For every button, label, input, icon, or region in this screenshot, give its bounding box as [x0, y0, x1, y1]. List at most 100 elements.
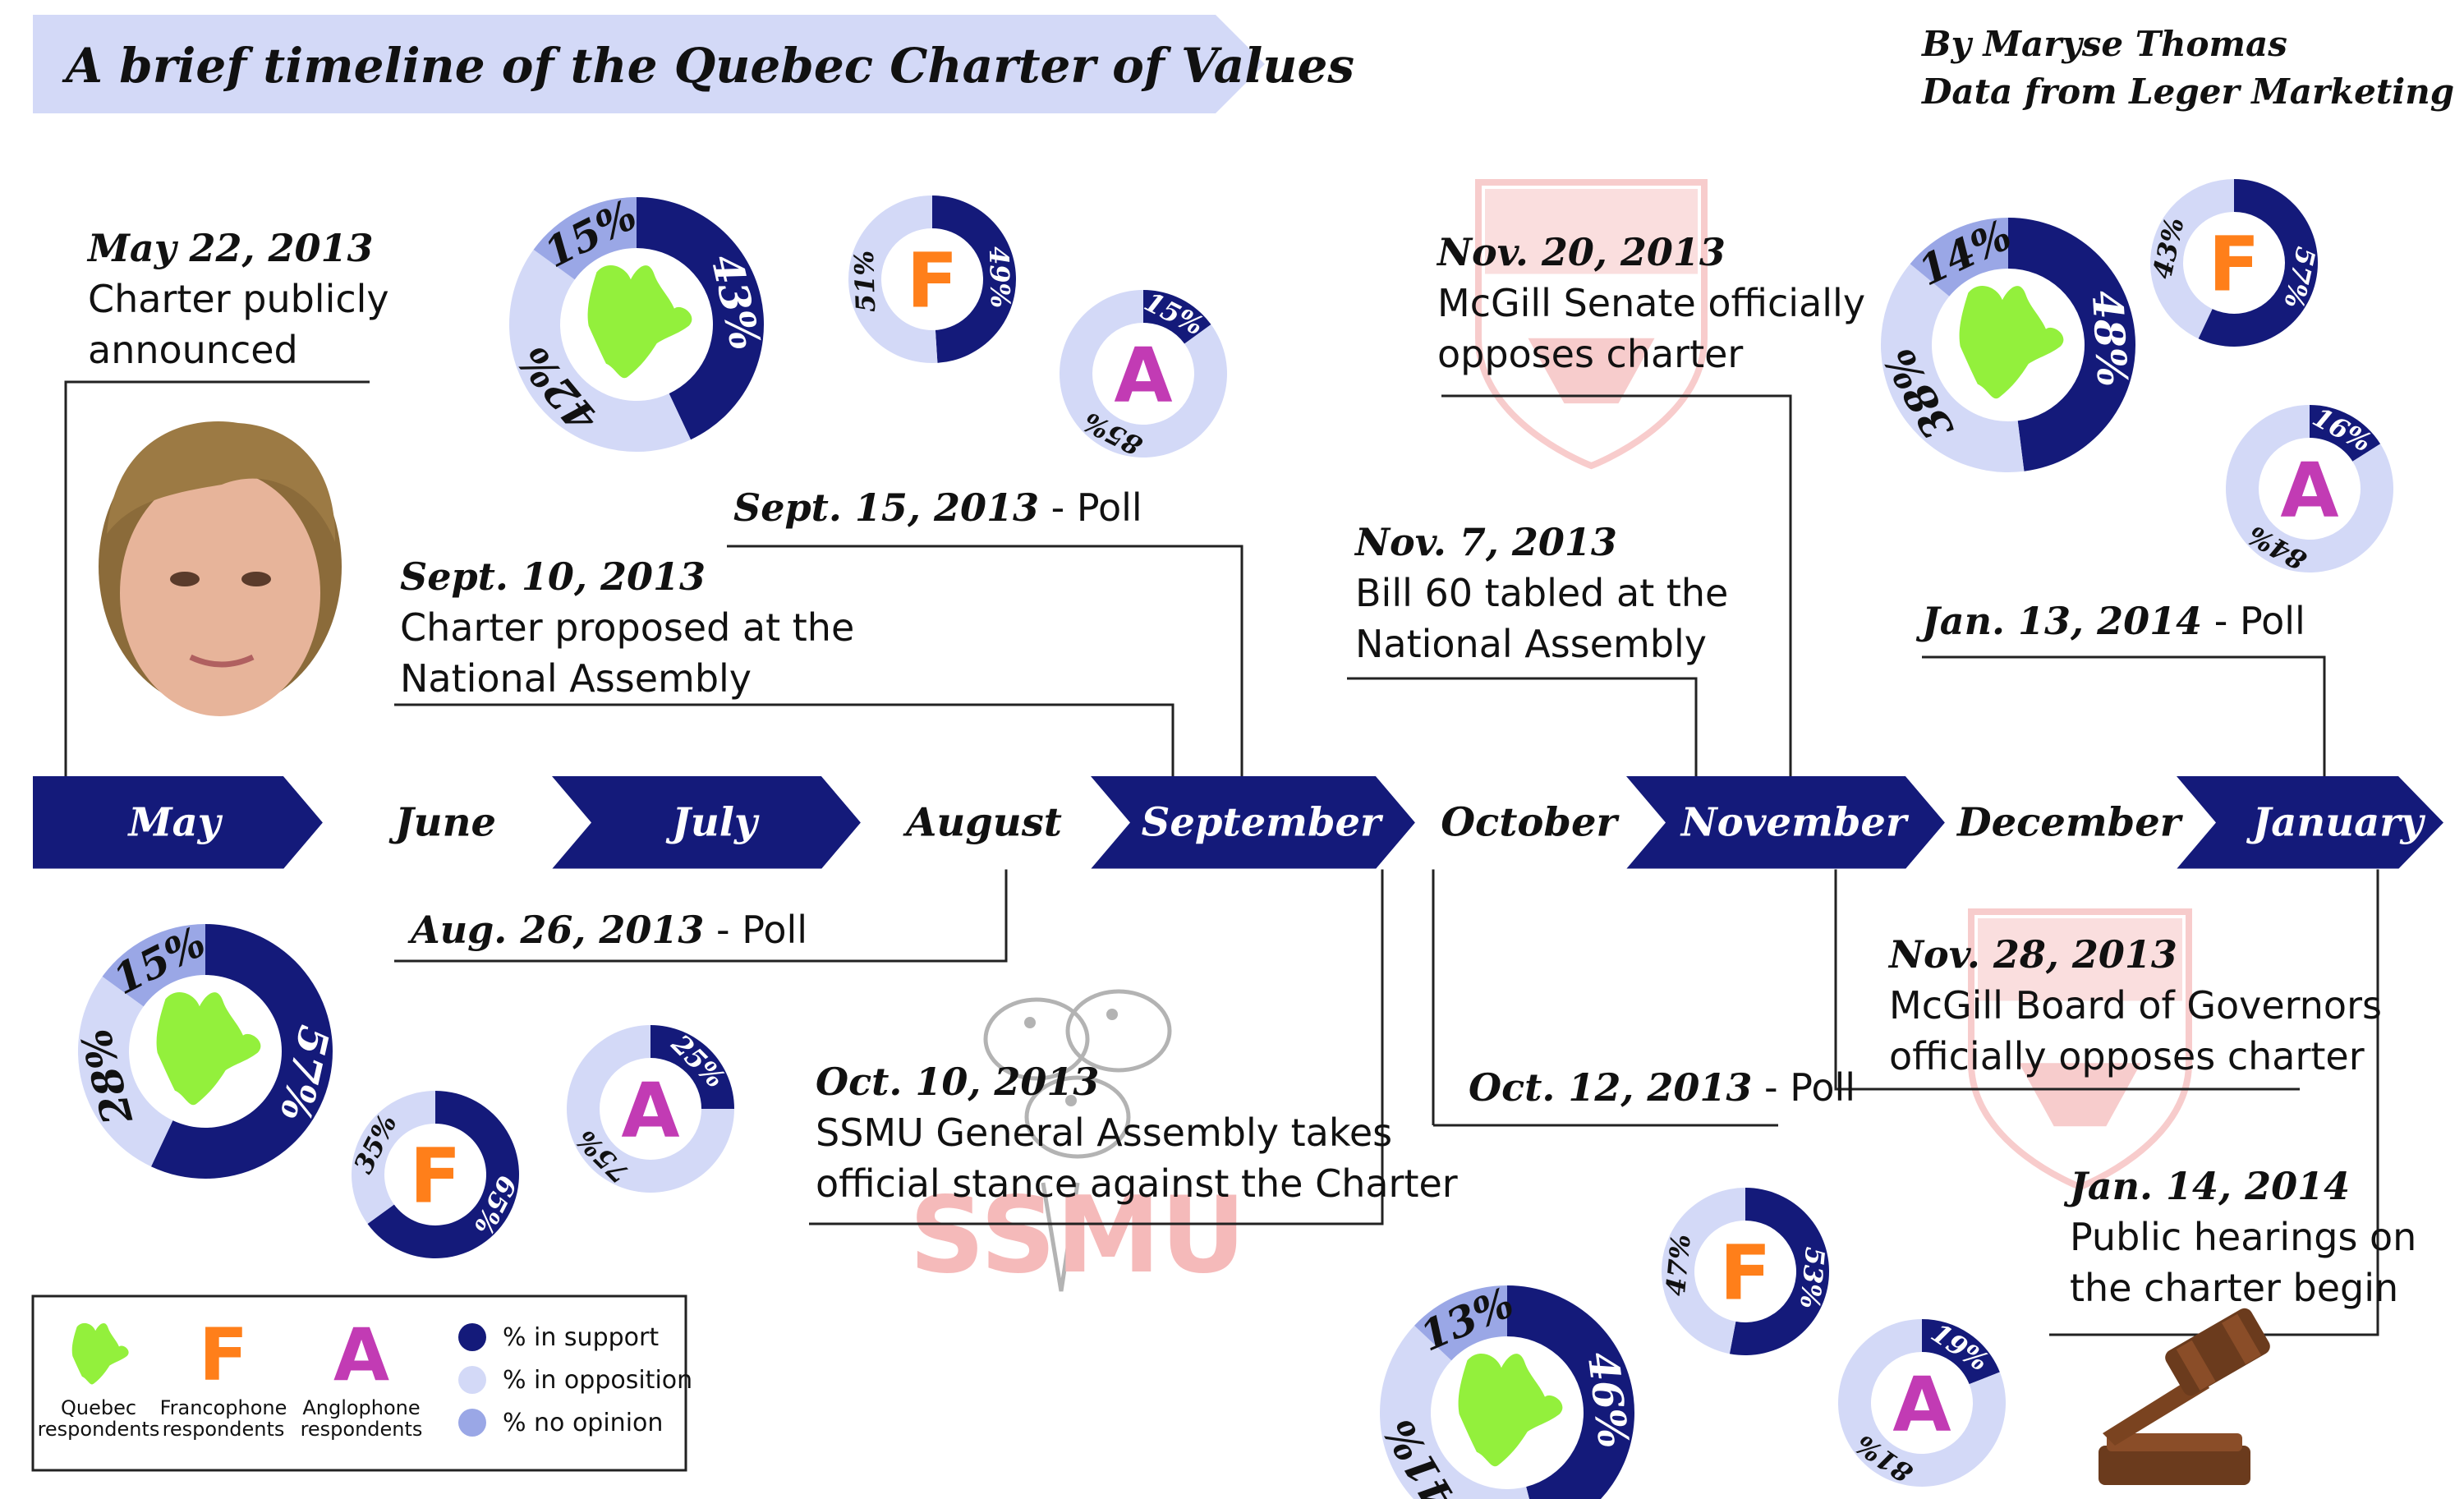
connector-line [1922, 655, 2326, 776]
connector-line [2049, 869, 2379, 1336]
slice-noopinion [1910, 218, 2008, 297]
event-description: National Assembly [1355, 622, 1707, 666]
opposition-pct-label: 28% [71, 1024, 143, 1130]
event-description: the charter begin [2070, 1266, 2398, 1310]
event-date: Oct. 10, 2013 [816, 1060, 1099, 1104]
donut-oct12-quebec: 46%41%13% [1374, 1278, 1639, 1499]
noopinion-pct-label: 13% [1413, 1278, 1520, 1361]
legend-box [31, 1294, 687, 1472]
timeline-segment-july [552, 776, 861, 869]
opposition-pct-label: 35% [347, 1110, 403, 1179]
connector-line [809, 869, 1384, 1225]
timeline-segment-october [1376, 776, 1666, 869]
header-banner [33, 15, 1265, 113]
connector-line [1441, 394, 1792, 776]
legend-swatch-support [458, 1323, 486, 1351]
background-logos: SSMU [909, 179, 2192, 1297]
slice-noopinion [533, 197, 637, 280]
event-date-line: Nov. 7, 2013 [1354, 520, 1617, 564]
month-label-november: November [1680, 800, 1910, 846]
event-description: SSMU General Assembly takes [816, 1110, 1392, 1155]
opposition-pct-label: 47% [1660, 1233, 1697, 1297]
francophone-letter-icon: F [2209, 221, 2260, 309]
slice-support [1922, 1319, 2000, 1385]
event-description: McGill Board of Governors [1889, 983, 2382, 1028]
timeline-segment-january [2177, 776, 2443, 869]
connector-line [394, 869, 1008, 963]
event-description: opposes charter [1437, 332, 1743, 376]
francophone-letter-icon: F [1720, 1230, 1772, 1317]
event-kind: - Poll [1752, 1065, 1855, 1110]
month-label-june: June [388, 800, 496, 846]
month-label-october: October [1441, 800, 1620, 846]
slice-opposition [848, 195, 938, 364]
month-label-may: May [126, 800, 223, 846]
donut-oct12-anglo: 19%81%A [1838, 1317, 2006, 1489]
support-pct-label: 48% [2083, 289, 2137, 389]
month-label-august: August [903, 800, 1062, 846]
event-jan13: Jan. 13, 2014 - Poll [1915, 599, 2305, 643]
donut-aug26-anglo: 25%75%A [567, 1025, 734, 1193]
slice-support [151, 924, 333, 1179]
mcgill-shield-logo [1475, 179, 1708, 470]
event-connectors [64, 380, 2379, 1336]
event-description: official stance against the Charter [816, 1161, 1458, 1206]
event-date-line: Nov. 20, 2013 [1436, 230, 1726, 274]
connector-line [727, 545, 1243, 776]
month-label-december: December [1956, 800, 2184, 846]
anglophone-letter-icon: A [621, 1067, 679, 1155]
slice-opposition [2226, 405, 2393, 573]
slice-support [2198, 179, 2318, 347]
anglophone-letter-icon: A [1114, 332, 1172, 420]
event-date-line: Sept. 15, 2013 - Poll [733, 485, 1142, 530]
legend-label-noopinion: % no opinion [503, 1409, 663, 1437]
donut-jan13-quebec: 48%38%14% [1874, 210, 2137, 472]
support-pct-label: 65% [467, 1170, 523, 1239]
connector-line [64, 380, 370, 776]
event-description: officially opposes charter [1889, 1034, 2365, 1078]
francophone-letter-icon: F [907, 237, 958, 325]
event-description: Charter publicly [88, 277, 389, 321]
event-date: Oct. 12, 2013 [1469, 1065, 1752, 1110]
event-date: Nov. 7, 2013 [1354, 520, 1617, 564]
event-date: Jan. 14, 2014 [2063, 1164, 2350, 1208]
quebec-map-icon [1458, 1354, 1563, 1467]
donut-sep15-franco: 49%51%F [848, 195, 1016, 364]
slice-support [2008, 218, 2135, 471]
slice-noopinion [102, 924, 205, 1007]
slice-opposition [1662, 1188, 1745, 1354]
slice-opposition [1060, 290, 1228, 458]
opposition-pct-label: 38% [1874, 340, 1963, 448]
slice-support [1507, 1285, 1634, 1499]
connector-line [1834, 869, 2300, 1091]
anglophone-letter-icon: A [1892, 1361, 1951, 1449]
slice-opposition [1881, 264, 2025, 472]
byline: By Maryse Thomas [1921, 24, 2287, 64]
donut-jan13-anglo: 16%84%A [2226, 401, 2393, 577]
legend-anglophone-icon: A [333, 1313, 389, 1397]
slice-opposition [509, 249, 691, 452]
event-date-line: Jan. 13, 2014 - Poll [1915, 599, 2305, 643]
event-date: Nov. 28, 2013 [1887, 932, 2177, 977]
quebec-map-icon [1959, 286, 2064, 399]
timeline-segment-september [1091, 776, 1415, 869]
event-description: Bill 60 tabled at the [1355, 571, 1728, 615]
opposition-pct-label: 51% [848, 251, 881, 313]
noopinion-pct-label: 15% [105, 917, 213, 1005]
connector-line [394, 703, 1175, 776]
legend-label-opposition: % in opposition [503, 1366, 692, 1395]
quebec-map-icon [156, 992, 261, 1106]
anglophone-letter-icon: A [2280, 447, 2338, 535]
